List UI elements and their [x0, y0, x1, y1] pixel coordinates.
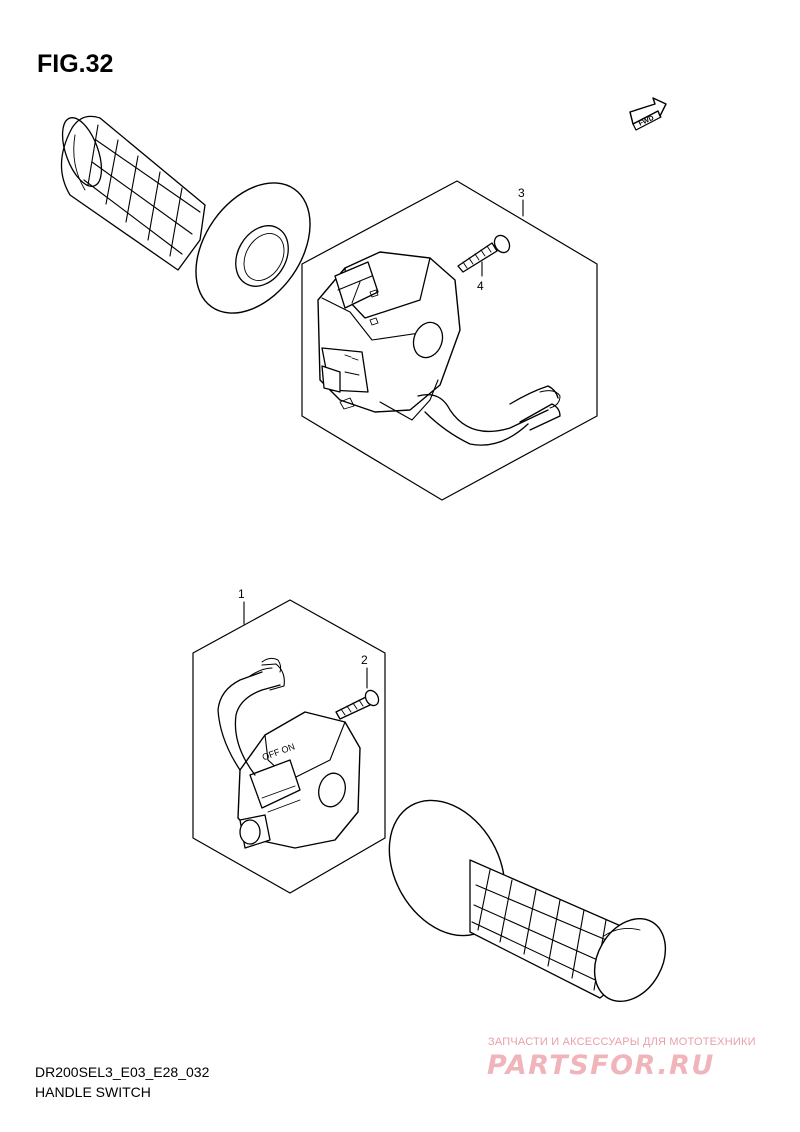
left-handlebar-grip — [60, 115, 311, 314]
callout-1: 1 — [238, 587, 245, 601]
handle-switch-left-assembly: OFF ON — [217, 657, 361, 849]
callout-leaders — [243, 199, 524, 689]
part-3-group-outline — [301, 180, 598, 501]
diagram-name: HANDLE SWITCH — [35, 1084, 151, 1100]
callout-2: 2 — [361, 653, 368, 667]
part-1-group-outline — [192, 599, 386, 894]
watermark-logo: PARTSFOR.RU — [487, 1050, 715, 1081]
figure-title: FIG.32 — [37, 50, 114, 78]
callout-3: 3 — [518, 186, 525, 200]
screw-2-icon — [335, 689, 380, 720]
diagram-code: DR200SEL3_E03_E28_032 — [35, 1064, 210, 1080]
handle-switch-right-assembly — [317, 251, 561, 446]
screw-4-icon — [457, 234, 511, 273]
fwd-arrow-icon: FWD — [629, 97, 667, 131]
right-handlebar-grip — [388, 799, 667, 1003]
watermark-tagline: ЗАПЧАСТИ И АКСЕССУАРЫ ДЛЯ МОТОТЕХНИКИ — [488, 1036, 756, 1048]
callout-4: 4 — [477, 279, 484, 293]
